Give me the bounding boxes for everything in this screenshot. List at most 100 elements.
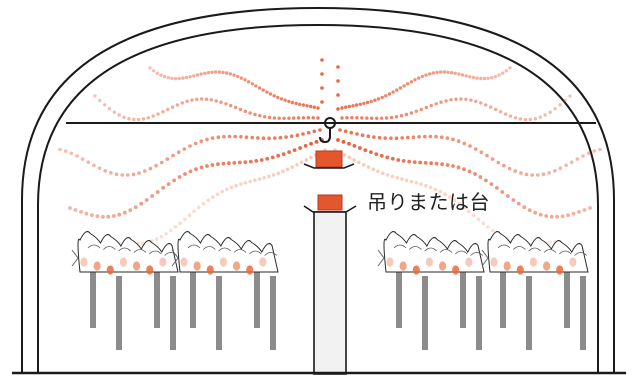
strawberry-fruit	[232, 261, 241, 271]
diffusion-dot	[423, 161, 428, 165]
diffusion-dot	[298, 102, 302, 107]
diffusion-dot	[224, 102, 228, 106]
diffusion-dot	[479, 76, 483, 81]
diffusion-dot	[462, 167, 466, 172]
diffusion-dot	[296, 116, 301, 120]
diffusion-dot	[369, 99, 373, 104]
diffusion-dot	[161, 110, 165, 114]
bed-post	[270, 276, 276, 350]
diffusion-dot	[294, 101, 298, 106]
diffusion-dot	[428, 134, 433, 139]
hanging-hook	[319, 117, 336, 144]
support-pillar	[313, 211, 347, 375]
diffusion-dot	[112, 110, 117, 114]
diffusion-dot	[98, 98, 102, 103]
diffusion-dot	[490, 157, 495, 161]
diffusion-dot	[287, 150, 291, 155]
diffusion-dot	[177, 175, 182, 179]
diffusion-dot	[143, 169, 147, 173]
diffusion-dot	[363, 148, 368, 153]
diffusion-dot	[344, 105, 348, 109]
diffusion-dot	[68, 206, 72, 210]
diffusion-dot	[544, 214, 549, 218]
diffusion-dot	[524, 172, 529, 177]
diffusion-dot	[243, 160, 248, 165]
diffusion-dot	[193, 141, 198, 146]
diffusion-dot	[501, 71, 505, 75]
diffusion-dot	[139, 201, 144, 206]
diffusion-dot	[497, 73, 501, 77]
diffusion-dot	[491, 228, 495, 233]
diffusion-dot	[464, 74, 468, 78]
diffusion-dot	[543, 113, 547, 117]
diffusion-dot	[588, 206, 592, 210]
diffusion-dot	[229, 185, 234, 190]
diffusion-dot	[126, 173, 130, 177]
diffusion-dot	[355, 132, 359, 136]
diffusion-dot	[478, 175, 483, 179]
diffusion-dot	[159, 160, 164, 165]
diffusion-dot	[320, 58, 324, 62]
diffusion-dot	[265, 90, 269, 94]
diffusion-dot	[457, 72, 461, 76]
diffusion-dot	[281, 169, 285, 174]
diffusion-dot	[281, 152, 286, 157]
diffusion-dot	[358, 146, 362, 150]
leaf-accent	[409, 246, 422, 250]
strawberry-fruit	[516, 265, 524, 275]
diffusion-dot	[385, 155, 390, 160]
diffusion-dot	[528, 117, 532, 122]
diffusion-dot	[518, 117, 523, 121]
diffusion-dot	[180, 101, 184, 105]
diffusion-dot	[504, 69, 508, 73]
diffusion-dot	[471, 213, 476, 218]
leaf-accent	[233, 249, 247, 253]
diffusion-dot	[253, 112, 257, 117]
strawberry-fruit	[132, 261, 141, 271]
diffusion-dot	[257, 177, 262, 181]
diffusion-dot	[457, 202, 462, 206]
diffusion-dot	[239, 76, 243, 80]
diffusion-dot	[439, 135, 444, 139]
diffusion-dot	[210, 136, 215, 140]
diffusion-dot	[495, 186, 499, 190]
diffusion-dot	[287, 116, 291, 120]
diffusion-dot	[63, 149, 68, 153]
diffusion-dot	[159, 234, 164, 239]
bed-post	[254, 272, 260, 328]
diffusion-dot	[309, 155, 313, 160]
diffusion-dot	[395, 176, 400, 180]
diffusion-dot	[433, 187, 438, 192]
diffusion-dot	[246, 80, 251, 84]
diffusion-dot	[272, 94, 276, 98]
diffusion-dot	[462, 205, 466, 210]
diffusion-dot	[500, 190, 505, 194]
diffusion-dot	[448, 195, 452, 199]
diffusion-dot	[306, 116, 310, 120]
diffusion-dot	[533, 210, 538, 215]
diffusion-dot	[301, 132, 305, 136]
diffusion-dot	[592, 149, 597, 153]
leaf-accent	[513, 246, 526, 250]
diffusion-dot	[571, 211, 576, 216]
diffusion-dot	[233, 134, 237, 139]
strawberry-fruit	[193, 261, 201, 271]
diffusion-dot	[270, 155, 275, 160]
diffusion-dot	[489, 105, 493, 109]
diffusion-dot	[541, 172, 546, 176]
diffusion-dot	[338, 128, 342, 132]
diffusion-dot	[373, 98, 377, 102]
diffusion-dot	[598, 147, 602, 152]
diffusion-dot	[418, 160, 423, 165]
diffusion-dot	[278, 135, 283, 140]
diffusion-dot	[361, 163, 366, 167]
diffusion-dot	[553, 169, 557, 173]
strawberry-bed	[171, 231, 279, 350]
diffusion-dot	[482, 76, 487, 81]
diffusion-dot	[181, 76, 185, 80]
diffusion-dot	[377, 135, 382, 140]
leaf-accent	[528, 247, 541, 252]
bed-post	[116, 276, 122, 350]
diffusion-dot	[366, 165, 371, 169]
leaf-accent	[87, 244, 101, 249]
